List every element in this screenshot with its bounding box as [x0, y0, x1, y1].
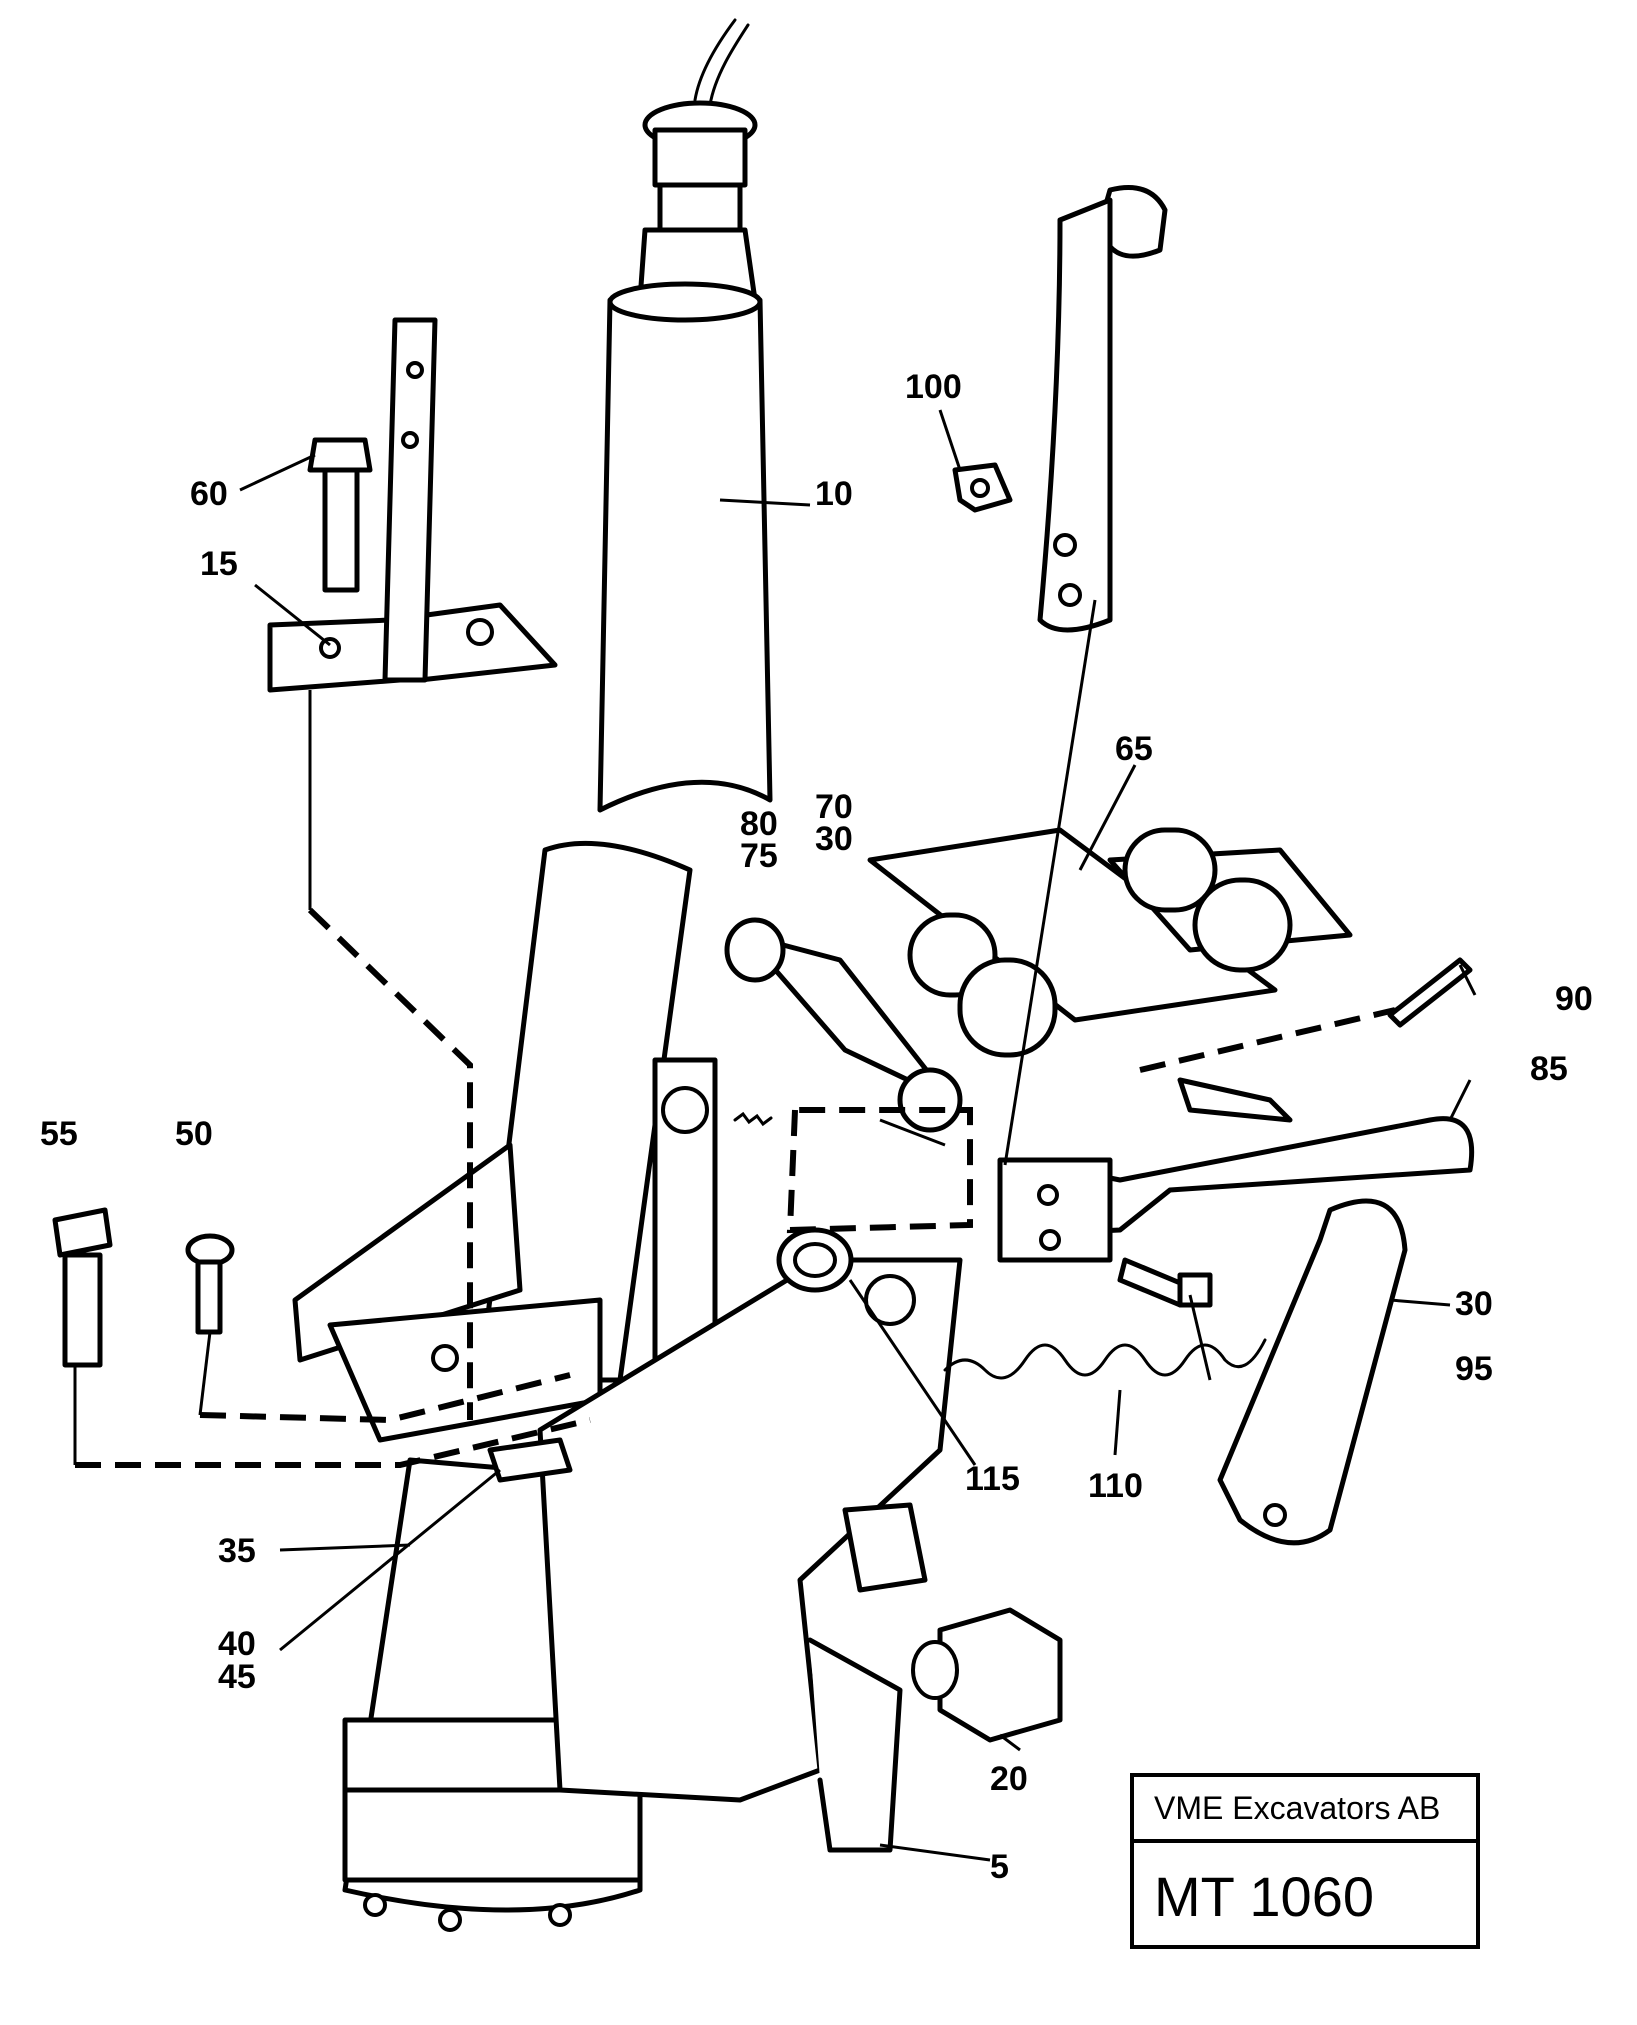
callout-75: 75	[740, 837, 778, 875]
drawing-number: MT 1060	[1154, 1864, 1374, 1928]
screw-50	[185, 1233, 235, 1335]
callout-leader-lines	[239, 409, 1477, 1862]
spring-110	[943, 1338, 1267, 1380]
callout-30-lower: 30	[1455, 1285, 1493, 1323]
title-block: VME Excavators AB MT 1060	[1130, 1773, 1480, 1949]
callout-60: 60	[190, 475, 228, 513]
callout-50: 50	[175, 1115, 213, 1153]
callout-90: 90	[1555, 980, 1593, 1018]
lever-30	[1217, 1198, 1408, 1546]
bracket-15	[267, 317, 558, 693]
washer-115	[776, 1227, 854, 1293]
callout-40: 40	[218, 1625, 256, 1663]
callout-labels: 100 60 10 15 65 70 30 80 75 90 85 55 50 …	[40, 368, 1593, 1886]
fitting-20	[842, 1502, 1063, 1743]
bolt-55	[52, 1207, 113, 1368]
company-name: VME Excavators AB	[1134, 1777, 1476, 1843]
key-40	[487, 1437, 573, 1483]
lever-85	[997, 1077, 1475, 1263]
callout-35: 35	[218, 1532, 256, 1570]
bolt-95	[1117, 1257, 1213, 1308]
steering-column-lower-tube	[477, 840, 693, 1383]
callout-10: 10	[815, 475, 853, 513]
callout-95: 95	[1455, 1350, 1493, 1388]
nut-100	[952, 462, 1013, 513]
spring-80	[733, 1111, 773, 1127]
steering-column-tube-10	[597, 18, 773, 813]
callout-55: 55	[40, 1115, 78, 1153]
callout-5: 5	[990, 1848, 1009, 1886]
callout-20: 20	[990, 1760, 1028, 1798]
callout-80: 80	[740, 805, 778, 843]
callout-115: 115	[965, 1460, 1020, 1498]
pin-70	[724, 917, 963, 1133]
callout-85: 85	[1530, 1050, 1568, 1088]
hinge-65	[867, 827, 1353, 1058]
alignment-lines	[73, 599, 1097, 1465]
callout-70: 70	[815, 788, 853, 826]
callout-45: 45	[218, 1658, 256, 1696]
callout-65: 65	[1115, 730, 1153, 768]
callout-110: 110	[1088, 1467, 1143, 1505]
assembly-dashed-lines	[75, 907, 1396, 1468]
bolt-60	[307, 437, 373, 593]
callout-15: 15	[200, 545, 238, 583]
cotter-pin-90	[1387, 957, 1473, 1028]
callout-30-upper: 30	[815, 820, 853, 858]
lever-arm	[1037, 185, 1168, 633]
lever-plate-5	[537, 1257, 963, 1853]
callout-100: 100	[905, 368, 962, 406]
